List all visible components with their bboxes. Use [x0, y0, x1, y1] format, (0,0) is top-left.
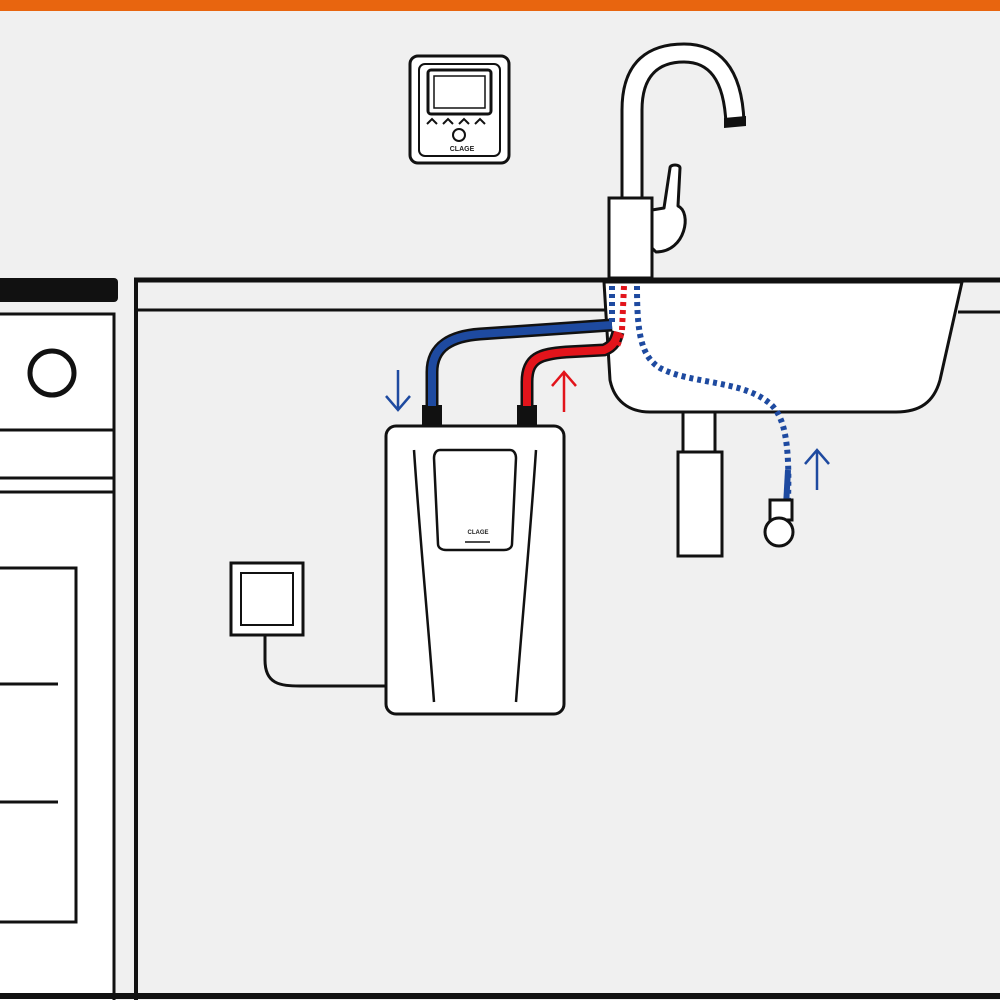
arrow-down-icon [385, 370, 411, 412]
remote-button-4-icon [474, 117, 486, 125]
power-outlet-group [229, 561, 386, 688]
drain-trap [676, 450, 724, 558]
power-cable [263, 636, 386, 688]
kitchen-counter [0, 277, 1000, 1000]
sink-bowl [602, 280, 964, 414]
faucet-spout-tip [724, 116, 746, 128]
remote-button-3-icon [458, 117, 470, 125]
pipes [425, 285, 795, 548]
instant-water-heater: CLAGE [384, 405, 566, 716]
remote-button-1-icon [426, 117, 438, 125]
heater-front-line-left [412, 449, 436, 703]
faucet-body [607, 196, 654, 280]
cold-pipe-heater-inlet-fill [428, 321, 613, 406]
oven-appliance [0, 278, 118, 1000]
remote-button-2-icon [442, 117, 454, 125]
sink-basin [602, 280, 964, 558]
hot-outlet-connector [517, 405, 537, 427]
flow-arrows [385, 370, 830, 490]
drain-pipe-upper [681, 410, 717, 456]
remote-logo: CLAGE [450, 146, 475, 153]
arrow-up-icon [551, 370, 577, 412]
oven-window [0, 566, 78, 924]
hot-pipe-heater-outlet-fill [523, 331, 622, 406]
shutoff-valve-icon [763, 516, 795, 548]
remote-display-screen [433, 75, 486, 109]
heater-display-panel [432, 448, 518, 552]
heater-logo: CLAGE [468, 530, 489, 536]
oven-handle-bar [0, 428, 116, 494]
cooktop [0, 278, 118, 302]
arrow-up-icon [804, 448, 830, 490]
heater-front-line-right [514, 449, 538, 703]
wall-remote-controller: CLAGE [408, 54, 511, 165]
cold-inlet-connector [422, 405, 442, 427]
hidden-cold-pipe-2 [634, 285, 792, 501]
oven-knob-icon [27, 348, 77, 398]
faucet-lever [650, 163, 687, 254]
wall-socket-inner [240, 572, 294, 626]
remote-center-button-icon [452, 128, 466, 142]
kitchen-faucet [607, 42, 746, 280]
top-accent-bar [0, 0, 1000, 11]
